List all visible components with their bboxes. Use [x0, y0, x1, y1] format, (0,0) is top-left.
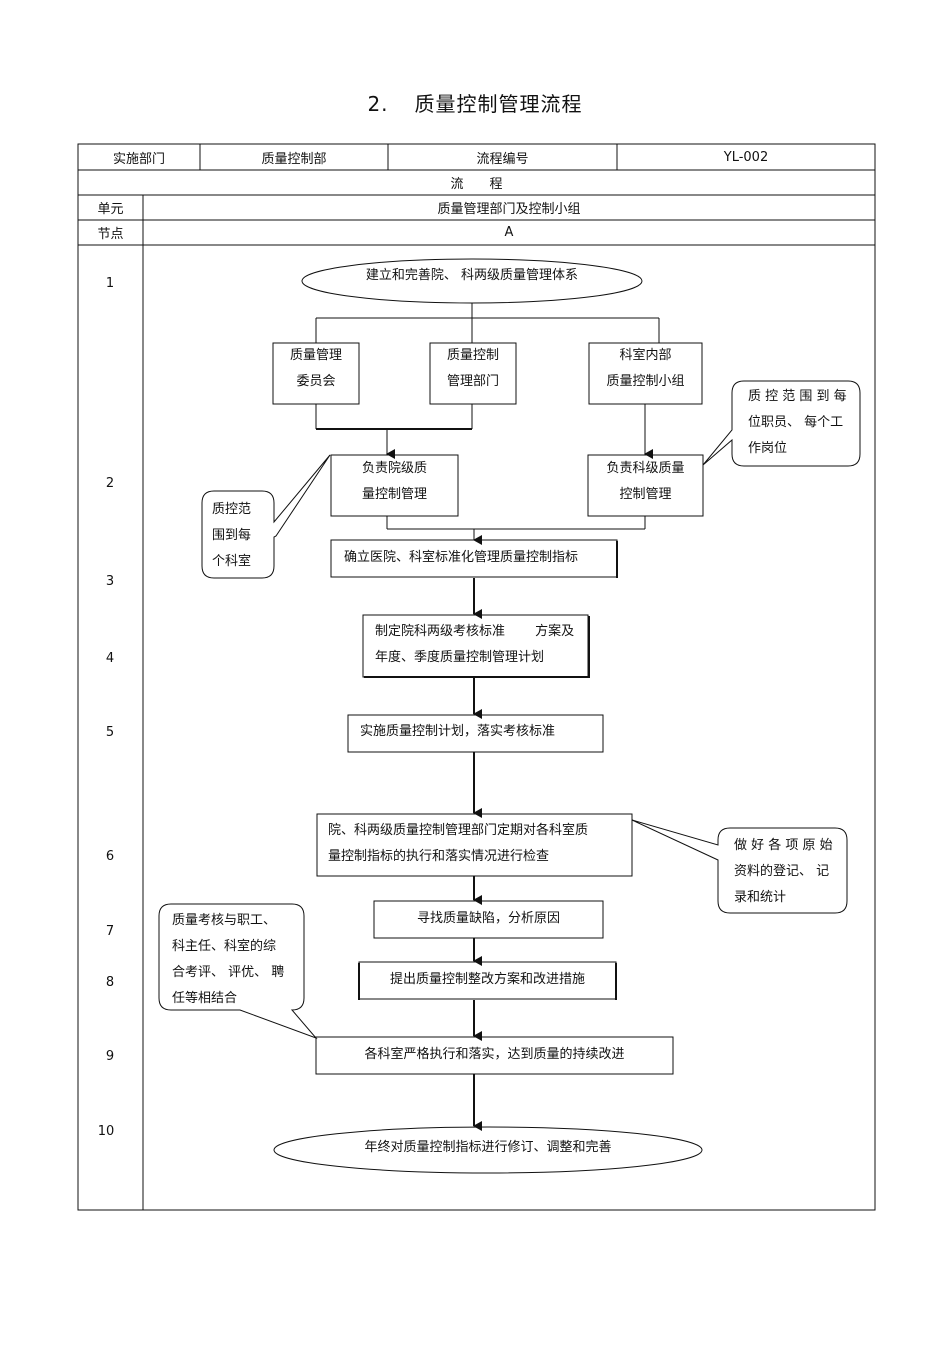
committee-label: 质量管理委员会 [289, 348, 342, 389]
callout-right [702, 380, 861, 467]
row-number: 8 [105, 975, 115, 990]
unit-value: 质量管理部门及控制小组 [437, 202, 581, 217]
node-9-label: 各科室严格执行和落实，达到质量的持续改进 [364, 1047, 625, 1062]
committee-box [272, 342, 360, 405]
title-text: 质量控制管理流程 [414, 92, 583, 116]
row-number: 5 [105, 725, 115, 740]
callout-node-9-text: 质量考核与职工、科主任、科室的综合考评、 评优、 聘任等相结合 [172, 913, 285, 1006]
callout-right-text: 质 控 范 围 到 每位职员、 每个工作岗位 [748, 389, 847, 456]
callout-node-6-text: 做 好 各 项 原 始资料的登记、 记录和统计 [734, 838, 833, 905]
row-number: 1 [105, 276, 115, 291]
dept-value: 质量控制部 [261, 151, 327, 167]
unit-label: 单元 [97, 202, 124, 217]
node-5-box [347, 714, 604, 753]
node-6-label: 院、科两级质量控制管理部门定期对各科室质量控制指标的执行和落实情况进行检查 [328, 823, 589, 864]
callout-node-6 [631, 819, 848, 914]
table-border [77, 143, 876, 1211]
start-node-label: 建立和完善院、 科两级质量管理体系 [365, 268, 579, 283]
dept-group-label: 科室内部质量控制小组 [606, 348, 685, 389]
row-number: 3 [105, 574, 115, 589]
node-8-label: 提出质量控制整改方案和改进措施 [389, 972, 585, 987]
node-3-label: 确立医院、科室标准化管理质量控制指标 [344, 550, 579, 565]
hospital-level-box [330, 454, 459, 517]
node-value: A [504, 225, 514, 240]
node-8-box [358, 961, 617, 1000]
node-9-box [315, 1036, 674, 1075]
row-number: 6 [105, 849, 115, 864]
row-number: 2 [105, 476, 115, 491]
dept-level-box [587, 454, 704, 517]
end-node [273, 1126, 703, 1174]
hospital-level-label: 负责院级质量控制管理 [361, 461, 427, 502]
dept-level-label: 负责科级质量控制管理 [606, 461, 685, 502]
callout-node-9 [158, 903, 318, 1040]
row-number: 7 [105, 924, 115, 939]
end-node-label: 年终对质量控制指标进行修订、调整和完善 [364, 1140, 612, 1155]
row-number: 10 [97, 1124, 115, 1139]
dept-label: 实施部门 [112, 151, 165, 167]
dept-group-box [588, 342, 703, 405]
node-label: 节点 [97, 227, 124, 242]
node-3-box [330, 539, 618, 578]
flow-label: 流 程 [450, 177, 503, 192]
qc-dept-box [429, 342, 517, 405]
node-5-label: 实施质量控制计划，落实考核标准 [360, 724, 556, 739]
title-number: 2. [367, 92, 389, 116]
row-number: 4 [105, 651, 115, 666]
row-number: 9 [105, 1049, 115, 1064]
qc-dept-label: 质量控制管理部门 [446, 348, 499, 389]
code-label: 流程编号 [476, 151, 529, 167]
callout-left-text: 质控范围到每个科室 [212, 502, 252, 569]
node-7-label: 寻找质量缺陷，分析原因 [416, 911, 560, 926]
node-6-box [316, 813, 633, 877]
callout-left [201, 454, 331, 579]
node-4-label: 制定院科两级考核标准 方案及年度、季度质量控制管理计划 [375, 624, 575, 665]
node-7-box [373, 900, 604, 939]
code-value: YL-002 [723, 149, 769, 165]
page-title: 2. 质量控制管理流程 [0, 88, 950, 117]
